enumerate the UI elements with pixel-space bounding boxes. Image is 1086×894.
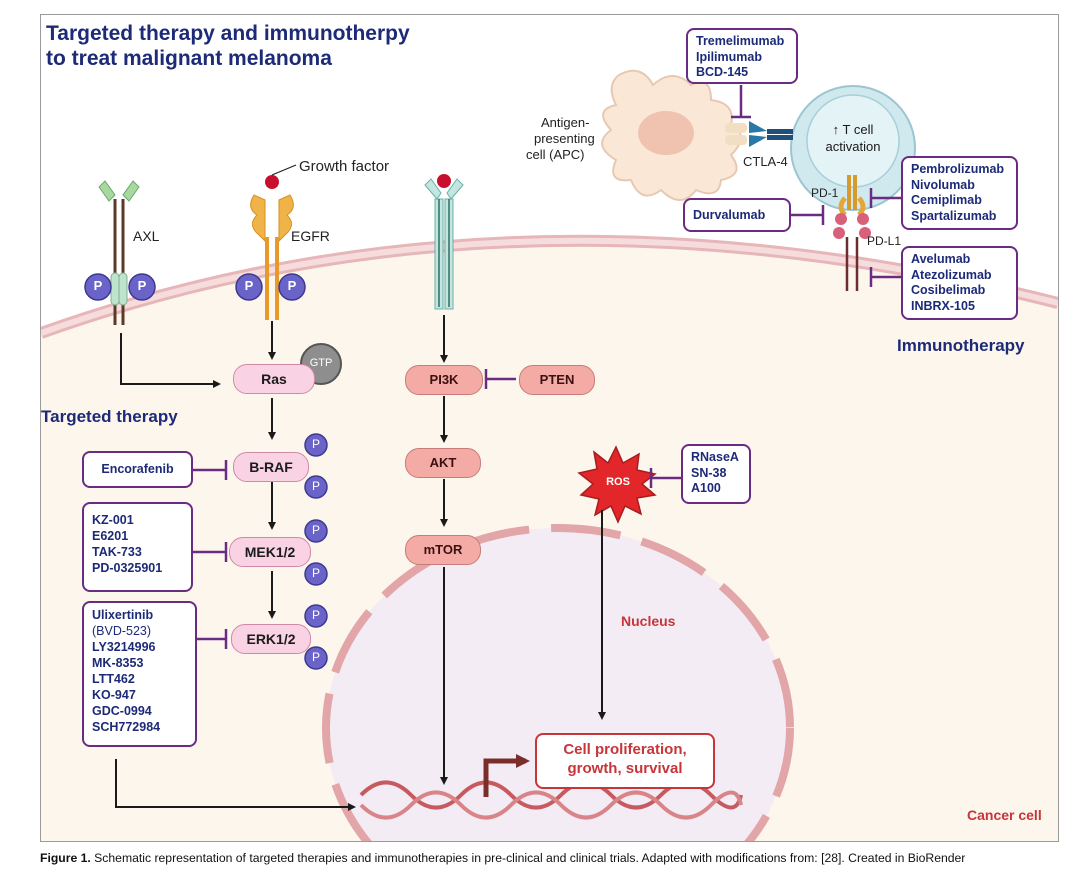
- inhibitor-bars: [193, 369, 681, 649]
- erk-node: ERK1/2: [231, 624, 311, 654]
- pdl1-ligand: [833, 213, 871, 291]
- pd1-receptor: [838, 175, 866, 217]
- pd1-label: PD-1: [811, 186, 839, 200]
- cancer-cell-label: Cancer cell: [967, 807, 1042, 823]
- phospho-label: P: [311, 523, 320, 537]
- pathway-arrows: [115, 315, 606, 811]
- axl-receptor: [98, 180, 140, 325]
- pdl1-label: PD-L1: [867, 234, 902, 248]
- immunotherapy-label: Immunotherapy: [897, 336, 1025, 355]
- ctla4-label: CTLA-4: [743, 154, 788, 169]
- phospho-label: P: [287, 278, 297, 293]
- braf-inhibitor-box: Encorafenib: [82, 451, 193, 488]
- growth-factor-label: Growth factor: [299, 158, 390, 175]
- nuclear-envelope: [322, 524, 794, 841]
- figure-panel: Targeted therapy and immunotherpy to tre…: [40, 14, 1059, 842]
- gtp-label: GTP: [309, 357, 333, 369]
- egfr-receptor: [250, 175, 294, 320]
- phospho-label: P: [311, 608, 320, 622]
- nucleus-label: Nucleus: [621, 613, 676, 629]
- pten-node: PTEN: [519, 365, 595, 395]
- ctla4-receptor: [725, 121, 793, 147]
- figure-caption: Figure 1. Schematic representation of ta…: [40, 851, 1060, 865]
- ros-label: ROS: [606, 476, 630, 488]
- t-cell-activation-label: ↑ T cell activation: [825, 122, 881, 154]
- ros-star: [577, 445, 657, 524]
- durvalumab-box: Durvalumab: [683, 198, 791, 232]
- phospho-label: P: [244, 278, 254, 293]
- mek-node: MEK1/2: [229, 537, 311, 567]
- outcome-box: Cell proliferation, growth, survival: [535, 733, 715, 789]
- apc-label: Antigen- presenting cell (APC): [526, 115, 595, 162]
- phospho-group: [84, 273, 328, 670]
- phospho-label: P: [311, 437, 320, 451]
- braf-node: B-RAF: [233, 452, 309, 482]
- figure-title: Targeted therapy and immunotherpy to tre…: [46, 22, 410, 70]
- ras-node: Ras: [233, 364, 315, 394]
- caption-text: Schematic representation of targeted the…: [90, 851, 966, 865]
- phospho-label: P: [311, 479, 320, 493]
- pi3k-node: PI3K: [405, 365, 483, 395]
- phospho-label: P: [137, 278, 147, 293]
- phospho-label: P: [311, 650, 320, 664]
- egfr-label: EGFR: [291, 228, 330, 244]
- apc-cell: [601, 69, 742, 201]
- rtk-receptor: [424, 174, 464, 310]
- caption-label: Figure 1.: [40, 851, 91, 865]
- phospho-label: P: [93, 278, 103, 293]
- akt-node: AKT: [405, 448, 481, 478]
- mtor-node: mTOR: [405, 535, 481, 565]
- phospho-label: P: [311, 566, 320, 580]
- transcription-arrow: [483, 754, 530, 797]
- targeted-therapy-label: Targeted therapy: [41, 407, 178, 426]
- axl-label: AXL: [133, 228, 160, 244]
